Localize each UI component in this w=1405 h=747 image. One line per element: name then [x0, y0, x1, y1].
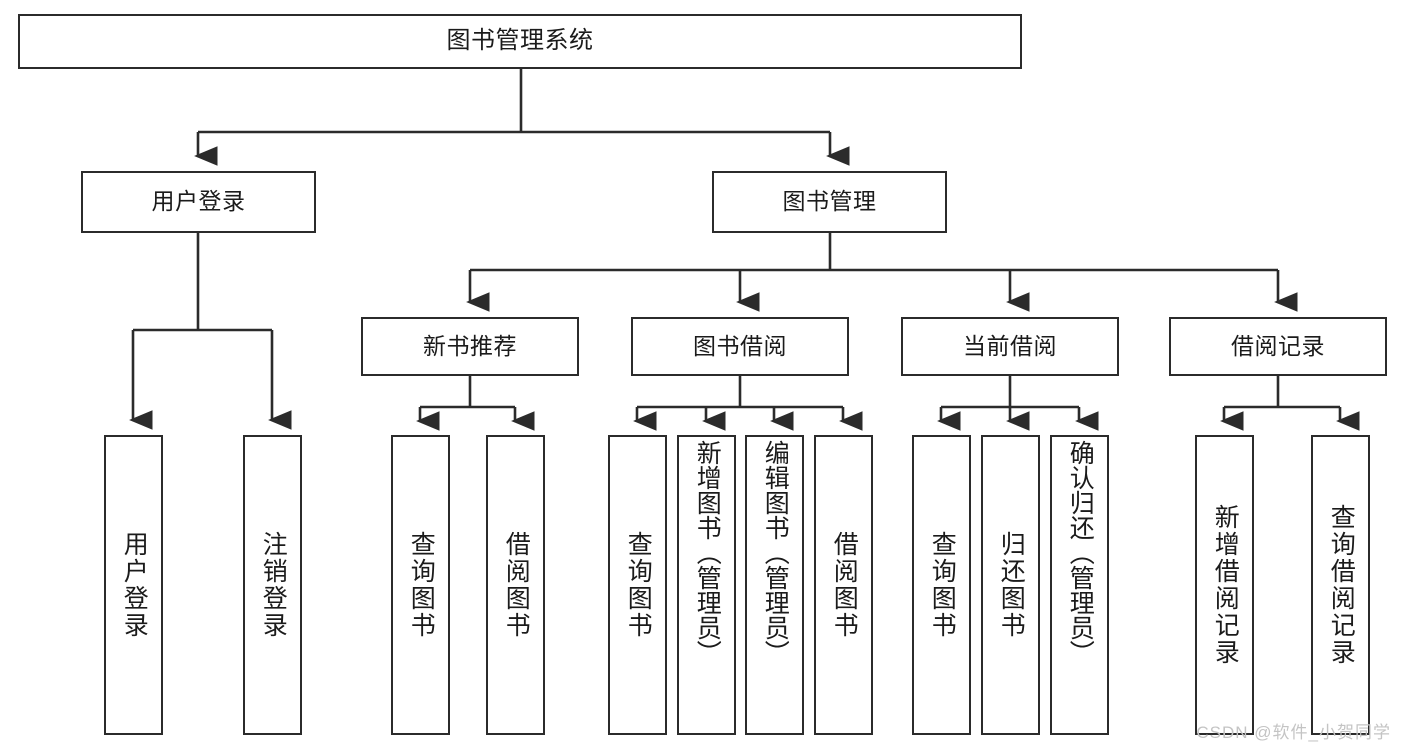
leaf-borrow-borrow-book[interactable]: 借阅图书	[814, 435, 873, 735]
node-label: 当前借阅	[963, 332, 1057, 359]
leaf-recommend-borrow-book[interactable]: 借阅图书	[486, 435, 545, 735]
leaf-user-login-logout[interactable]: 注销登录	[243, 435, 302, 735]
node-label: 图书管理系统	[446, 27, 594, 55]
node-label: 查询图书	[928, 531, 957, 639]
node-new-book-recommend[interactable]: 新书推荐	[361, 317, 579, 376]
node-book-management[interactable]: 图书管理	[712, 171, 947, 233]
node-label: 查询借阅记录	[1327, 504, 1356, 666]
leaf-current-return-book[interactable]: 归还图书	[981, 435, 1040, 735]
leaf-user-login-login[interactable]: 用户登录	[104, 435, 163, 735]
node-root-system[interactable]: 图书管理系统	[18, 14, 1022, 69]
leaf-borrow-add-book-admin[interactable]: 新增图书（管理员）	[677, 435, 736, 735]
node-label: 确认归还（管理员）	[1066, 440, 1095, 665]
node-book-borrow[interactable]: 图书借阅	[631, 317, 849, 376]
leaf-borrow-edit-book-admin[interactable]: 编辑图书（管理员）	[745, 435, 804, 735]
leaf-borrow-query-book[interactable]: 查询图书	[608, 435, 667, 735]
node-label: 借阅记录	[1231, 332, 1325, 359]
node-label: 新书推荐	[423, 332, 517, 359]
node-label: 用户登录	[120, 531, 149, 639]
node-label: 编辑图书（管理员）	[761, 440, 790, 665]
csdn-watermark: CSDN @软件_小贺同学	[1196, 723, 1391, 742]
node-label: 查询图书	[407, 531, 436, 639]
node-label: 借阅图书	[502, 531, 531, 639]
node-label: 图书借阅	[693, 332, 787, 359]
leaf-current-query-book[interactable]: 查询图书	[912, 435, 971, 735]
node-label: 新增图书（管理员）	[693, 440, 722, 665]
node-label: 借阅图书	[830, 531, 859, 639]
node-user-login[interactable]: 用户登录	[81, 171, 316, 233]
node-current-borrow[interactable]: 当前借阅	[901, 317, 1119, 376]
node-label: 注销登录	[259, 531, 288, 639]
node-label: 图书管理	[782, 188, 877, 215]
leaf-record-query-record[interactable]: 查询借阅记录	[1311, 435, 1370, 735]
node-borrow-record[interactable]: 借阅记录	[1169, 317, 1387, 376]
node-label: 新增借阅记录	[1211, 504, 1240, 666]
node-label: 归还图书	[997, 531, 1026, 639]
node-label: 用户登录	[151, 188, 246, 215]
leaf-record-add-record[interactable]: 新增借阅记录	[1195, 435, 1254, 735]
leaf-recommend-query-book[interactable]: 查询图书	[391, 435, 450, 735]
leaf-current-confirm-return-admin[interactable]: 确认归还（管理员）	[1050, 435, 1109, 735]
node-label: 查询图书	[624, 531, 653, 639]
